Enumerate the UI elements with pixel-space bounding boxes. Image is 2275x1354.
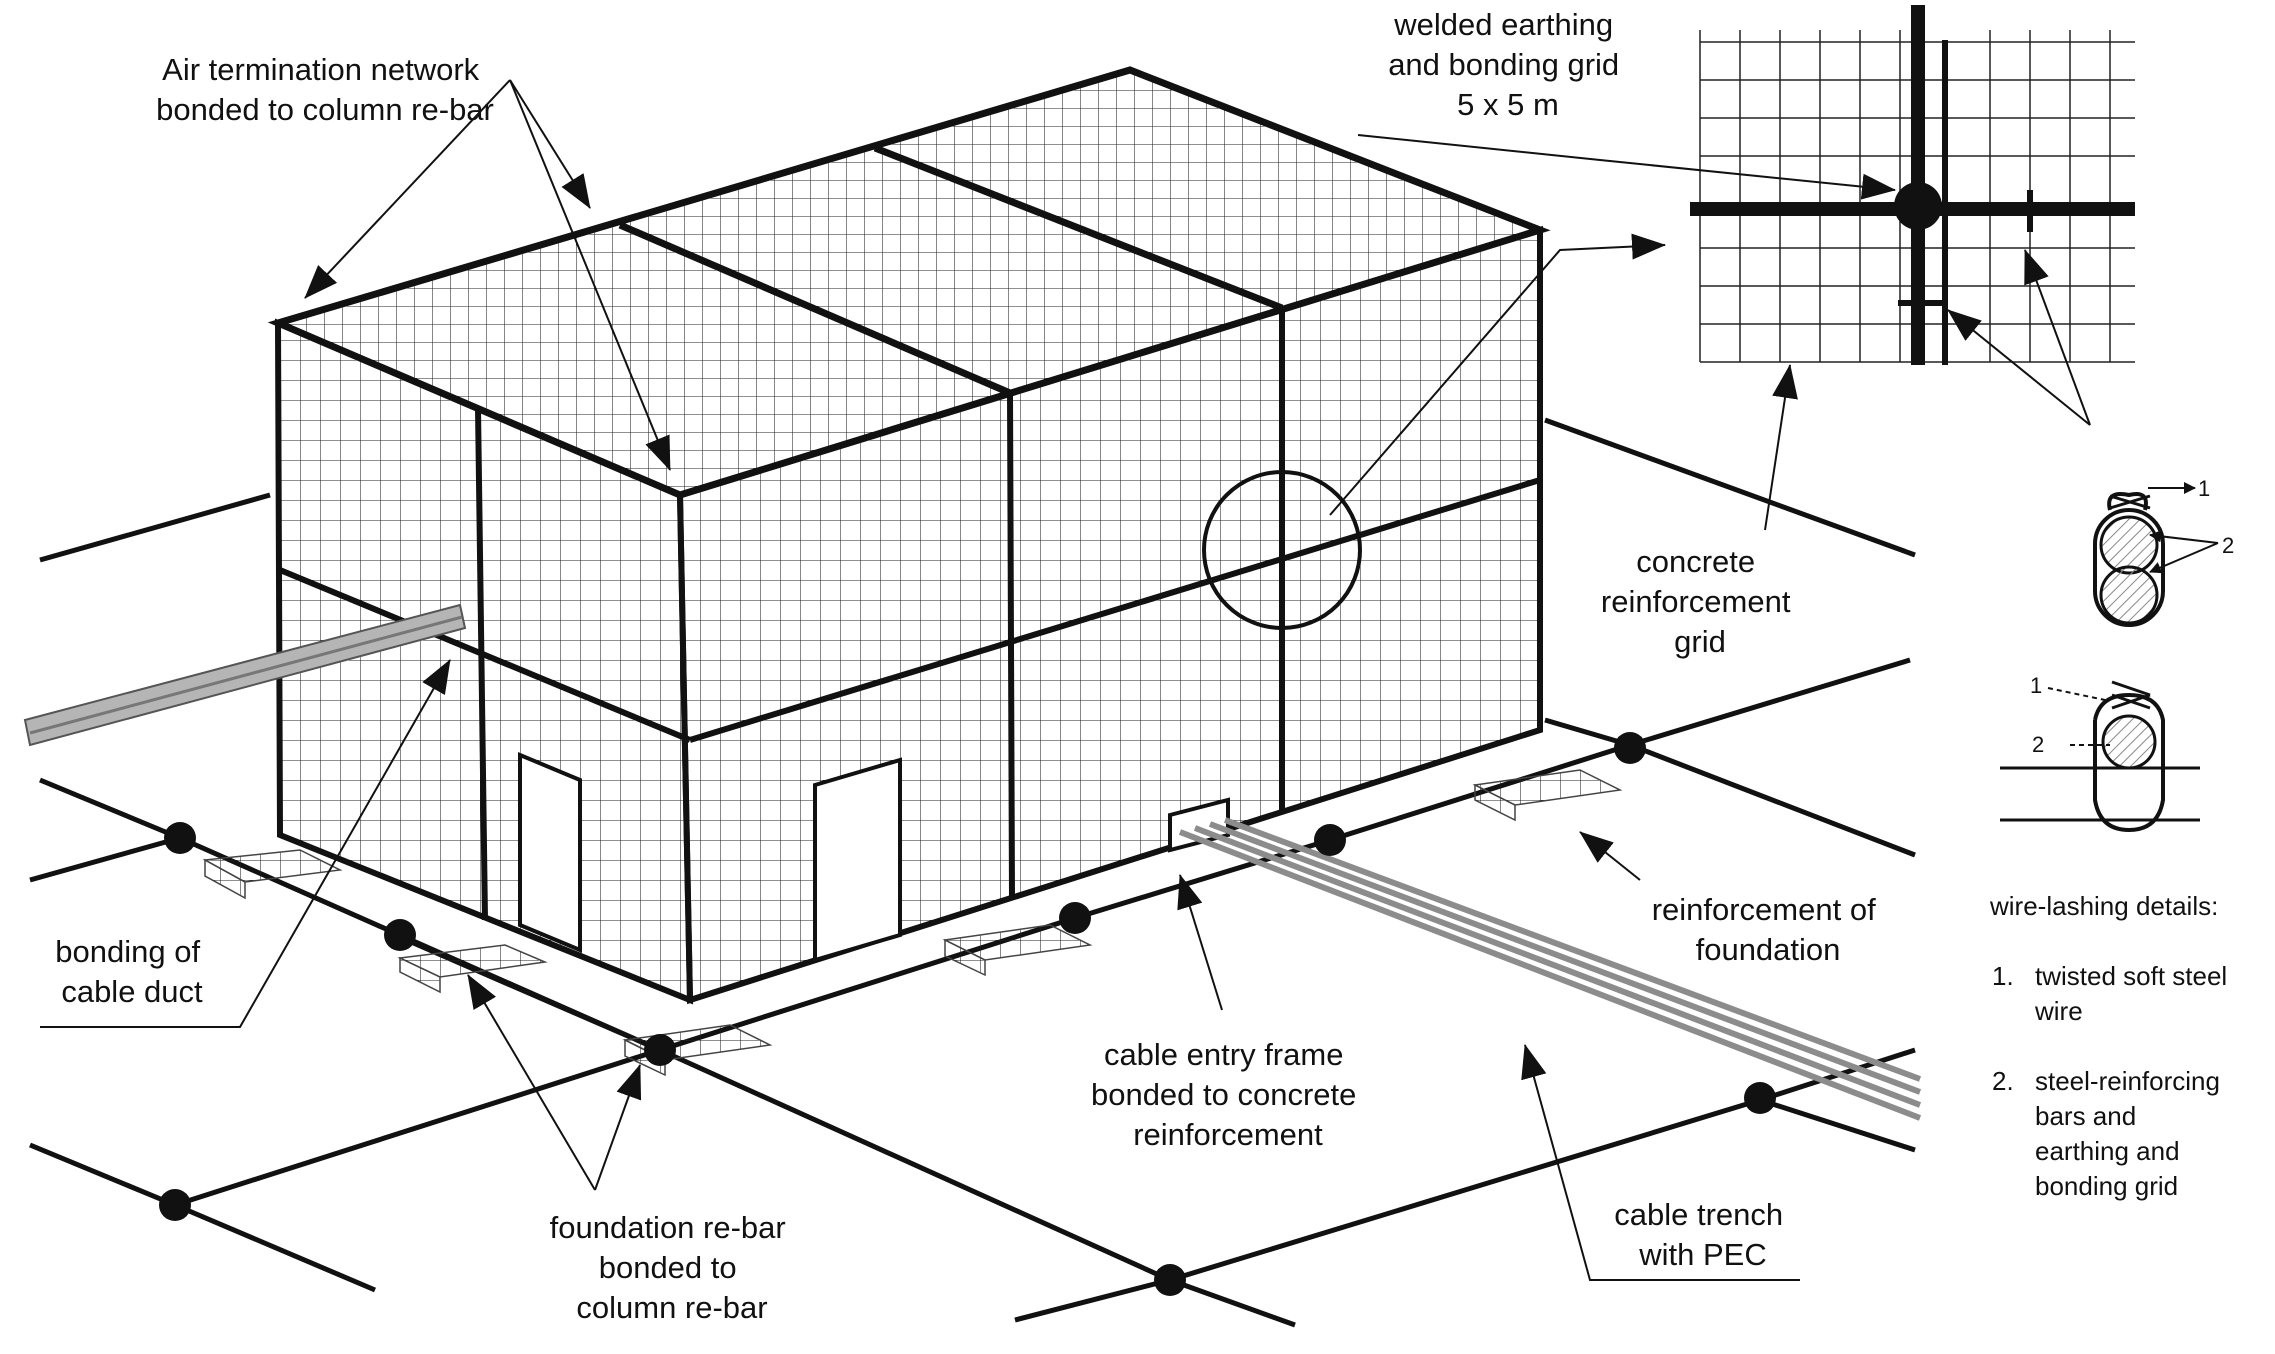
building-roof bbox=[267, 66, 1551, 499]
label-cable-trench: cable trench with PEC bbox=[1614, 1197, 1792, 1272]
label-bonding-duct: bonding of cable duct bbox=[55, 934, 208, 1009]
marker-1-top: 1 bbox=[2198, 476, 2210, 501]
cable-duct bbox=[23, 603, 467, 747]
wire-lashing-item-1-num: 1. bbox=[1992, 961, 2014, 991]
leader-lines bbox=[40, 79, 2219, 1281]
welded-grid-inset bbox=[1690, 5, 2135, 365]
wire-lashing-detail-1 bbox=[2093, 492, 2165, 627]
building-front-face bbox=[676, 225, 1543, 1005]
label-foundation-rebar: foundation re-bar bonded to column re-ba… bbox=[550, 1210, 795, 1325]
label-air-termination: Air termination network bonded to column… bbox=[156, 52, 494, 127]
wire-lashing-item-1: twisted soft steel wire bbox=[2034, 961, 2234, 1026]
marker-2-bottom: 2 bbox=[2032, 732, 2044, 757]
wire-lashing-title: wire-lashing details: bbox=[1989, 891, 2218, 921]
marker-2-top: 2 bbox=[2222, 533, 2234, 558]
marker-1-bottom: 1 bbox=[2030, 673, 2042, 698]
label-cable-entry: cable entry frame bonded to concrete rei… bbox=[1091, 1037, 1365, 1152]
label-welded-grid: welded earthing and bonding grid 5 x 5 m bbox=[1388, 7, 1628, 122]
grid-junctions bbox=[159, 732, 1776, 1296]
label-reinforcement-foundation: reinforcement of foundation bbox=[1652, 892, 1885, 967]
cable-trench bbox=[1178, 817, 1922, 1121]
label-concrete-grid: concrete reinforcement grid bbox=[1601, 544, 1799, 659]
wire-lashing-detail-2 bbox=[2000, 680, 2200, 833]
wire-lashing-item-2: steel-reinforcing bars and earthing and … bbox=[2035, 1066, 2227, 1201]
building-left-face bbox=[274, 318, 694, 1005]
left-door bbox=[518, 752, 582, 953]
front-door bbox=[813, 757, 902, 963]
labels: Air termination network bonded to column… bbox=[55, 7, 2234, 1325]
wire-lashing-item-2-num: 2. bbox=[1992, 1066, 2014, 1096]
detail-circle bbox=[1202, 470, 1362, 630]
